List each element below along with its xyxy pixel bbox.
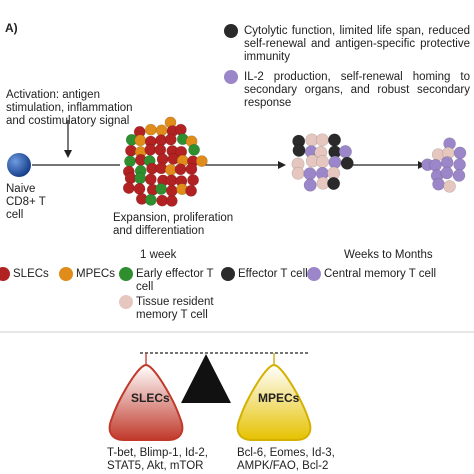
cell-icon [327, 133, 341, 147]
early-effector-legend-label: Early effector T cell [136, 268, 214, 293]
timeline-arrow [32, 161, 426, 169]
slec-legend-icon [0, 267, 10, 281]
early-effector-legend-icon [119, 267, 133, 281]
cell-icon [185, 163, 198, 175]
cell-icon [185, 184, 197, 197]
activation-label: Activation: antigen stimulation, inflamm… [6, 89, 133, 127]
expansion-label: Expansion, proliferation and differentia… [113, 212, 234, 237]
cell-icon [327, 177, 341, 191]
cell-icon [303, 167, 317, 181]
balance-scale [108, 352, 312, 441]
expansion-cell-cluster [122, 116, 208, 207]
mpecs-factors: Bcl-6, Eomes, Id-3, AMPK/FAO, Bcl-2 [237, 447, 335, 472]
cell-icon [165, 174, 178, 187]
cell-icon [122, 182, 135, 194]
cell-icon [440, 166, 454, 180]
cell-icon [328, 155, 342, 169]
cell-icon [315, 155, 329, 169]
cell-icon [144, 193, 157, 206]
memory-cell-cluster [421, 137, 467, 193]
cell-icon [124, 155, 136, 168]
cell-icon [144, 123, 157, 136]
effector-cell-icon [224, 24, 238, 38]
cell-icon [291, 166, 305, 180]
cell-icon [432, 177, 445, 191]
cell-icon [134, 172, 147, 185]
cell-icon [165, 194, 178, 207]
tissue-resident-legend-label: Tissue resident memory T cell [136, 296, 214, 321]
cell-icon [174, 163, 187, 176]
mpecs-bag-label: MPECs [258, 391, 300, 405]
cell-icon [452, 169, 466, 182]
tissue-resident-legend-icon [119, 295, 133, 309]
mpecs-bag-icon [236, 353, 312, 441]
naive-t-cell-icon [7, 153, 31, 177]
cell-icon [155, 124, 168, 137]
cell-icon [165, 184, 178, 197]
activation-arrow [64, 120, 72, 158]
cell-icon [340, 156, 354, 170]
central-memory-legend-icon [307, 267, 321, 281]
cell-icon [429, 159, 442, 172]
effector-description: Cytolytic function, limited life span, r… [244, 25, 470, 63]
time-weeks-to-months: Weeks to Months [344, 249, 433, 261]
cell-icon [125, 144, 137, 157]
cell-icon [453, 146, 467, 160]
cell-icon [155, 183, 167, 195]
effector-legend-icon [221, 267, 235, 281]
slecs-bag-icon [108, 353, 184, 441]
mpec-legend-icon [59, 267, 73, 281]
cell-icon [195, 155, 208, 167]
slecs-factors: T-bet, Blimp-1, Id-2, STAT5, Akt, mTOR [107, 447, 208, 472]
memory-cell-icon [224, 70, 238, 84]
central-memory-legend-label: Central memory T cell [324, 268, 437, 280]
effector-legend-label: Effector T cell [238, 268, 308, 280]
memory-description: IL-2 production, self-renewal homing to … [244, 71, 470, 109]
cell-icon [134, 134, 147, 147]
cell-icon [292, 143, 306, 157]
naive-cell-label: Naive CD8+ T cell [6, 183, 46, 221]
cell-icon [133, 182, 146, 195]
mpecs-legend-label: MPECs [76, 268, 115, 280]
slecs-bag-label: SLECs [131, 391, 170, 405]
cell-icon [144, 143, 157, 156]
cell-icon [443, 180, 456, 193]
cell-icon [174, 123, 187, 136]
cell-icon [187, 174, 199, 186]
cell-icon [315, 133, 329, 147]
cell-icon [453, 158, 466, 171]
contraction-cell-cluster [291, 133, 354, 192]
time-1-week: 1 week [140, 249, 177, 261]
cell-icon [338, 145, 352, 159]
panel-label: A) [5, 21, 18, 35]
cell-icon [303, 178, 317, 192]
cell-icon [164, 133, 177, 146]
cell-icon [144, 173, 157, 186]
slecs-legend-label: SLECs [13, 268, 49, 280]
cell-icon [188, 143, 200, 156]
